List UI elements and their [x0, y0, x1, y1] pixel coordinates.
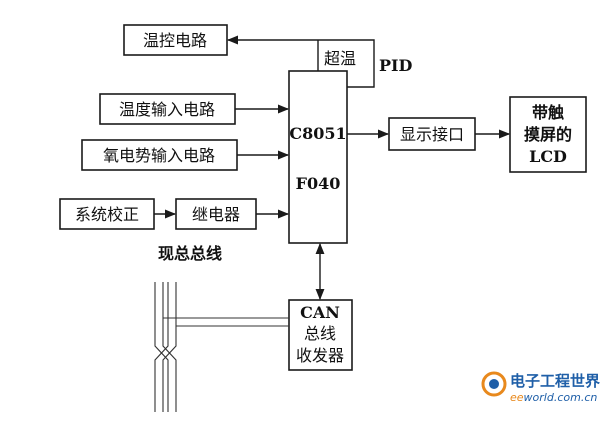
- lcd-label-line2: 摸屏的: [524, 125, 572, 144]
- can-transceiver-block: CAN 总线 收发器: [288, 299, 353, 371]
- oxygen-potential-input-label: 氧电势输入电路: [103, 146, 215, 165]
- overtemp-label: 超温: [324, 49, 356, 68]
- fieldbus-label: 现总总线: [158, 244, 222, 263]
- can-label-line3: 收发器: [296, 346, 344, 365]
- pid-label: PID: [379, 56, 413, 75]
- pid-bracket-line: [318, 39, 375, 88]
- display-interface-block: 显示接口: [388, 117, 476, 151]
- can-bus-cable: [154, 282, 289, 412]
- temp-control-circuit-block: 温控电路: [123, 24, 228, 56]
- mcu-label-line2: F040: [296, 174, 341, 193]
- can-label-line1: CAN: [300, 303, 340, 322]
- relay-label: 继电器: [192, 205, 240, 224]
- system-calibration-block: 系统校正: [59, 198, 155, 230]
- temp-input-circuit-block: 温度输入电路: [99, 93, 236, 125]
- touchscreen-lcd-block: 带触 摸屏的 LCD: [509, 96, 587, 173]
- temp-input-circuit-label: 温度输入电路: [119, 100, 215, 119]
- watermark-brand-en: eeworld.com.cn: [510, 391, 597, 404]
- system-calibration-label: 系统校正: [75, 205, 139, 224]
- oxygen-potential-input-block: 氧电势输入电路: [81, 139, 238, 171]
- lcd-label-line3: LCD: [529, 147, 567, 166]
- mcu-block: C8051 F040: [288, 70, 348, 244]
- watermark-brand-cn: 电子工程世界: [510, 372, 600, 390]
- temp-control-circuit-label: 温控电路: [143, 31, 207, 50]
- can-label-line2: 总线: [304, 324, 336, 343]
- display-interface-label: 显示接口: [400, 125, 464, 144]
- eeworld-watermark: 电子工程世界 eeworld.com.cn: [481, 371, 600, 404]
- eeworld-logo-icon: [481, 371, 507, 397]
- mcu-label-line1: C8051: [289, 124, 346, 143]
- lcd-label-line1: 带触: [532, 103, 564, 122]
- relay-block: 继电器: [175, 198, 257, 230]
